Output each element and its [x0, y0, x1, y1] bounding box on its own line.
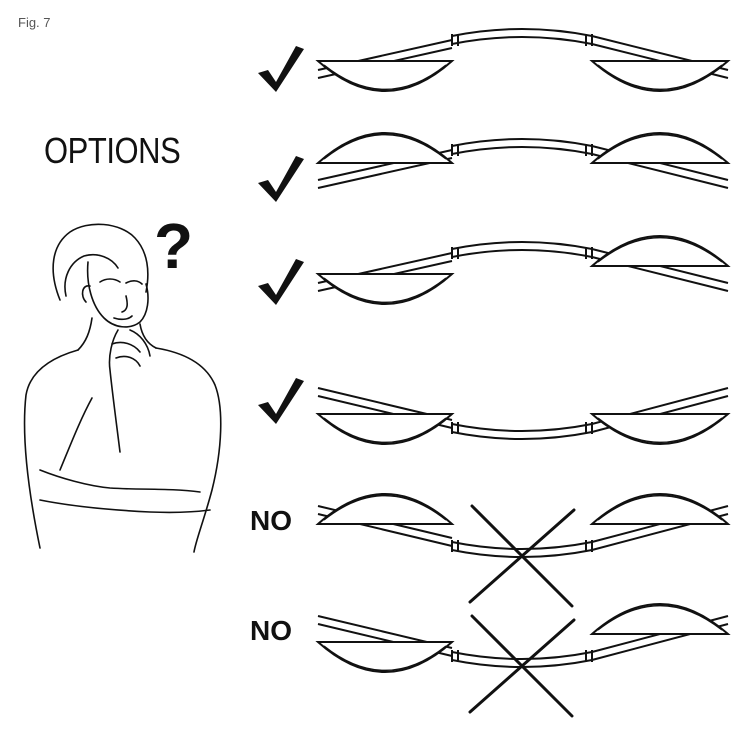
right-cup-lining: [597, 605, 723, 631]
figure-label: Fig. 7: [18, 15, 51, 30]
left-cup-lining: [323, 495, 447, 521]
center-gore: [451, 138, 593, 155]
left-cup-lining: [323, 417, 447, 443]
option-row: [258, 235, 731, 305]
center-gore: [451, 241, 593, 258]
option-row: NO: [250, 603, 731, 718]
left-cup-lining: [323, 277, 447, 303]
no-label: NO: [250, 615, 292, 646]
checkmark-icon: [258, 156, 304, 202]
center-gore: [451, 423, 593, 440]
cross-out-line: [468, 618, 576, 714]
checkmark-icon: [258, 46, 304, 92]
right-cup: [589, 60, 731, 92]
left-cup: [315, 273, 455, 305]
option-row: NO: [250, 493, 731, 608]
left-cup-lining: [323, 134, 447, 160]
right-cup: [589, 603, 731, 635]
left-cup-lining: [323, 645, 447, 671]
thinking-person-illustration: [23, 223, 222, 553]
center-gore: [451, 28, 593, 45]
options-title: OPTIONS: [44, 130, 181, 171]
option-rows: NO NO: [250, 28, 731, 718]
left-seam: [451, 247, 459, 259]
right-cup: [589, 493, 731, 525]
left-cup: [315, 493, 455, 525]
no-label: NO: [250, 505, 292, 536]
cross-out-line: [468, 508, 576, 604]
right-cup-lining: [597, 134, 723, 160]
right-cup-lining: [597, 64, 723, 90]
right-cup-lining: [597, 417, 723, 443]
option-row: [258, 132, 731, 202]
right-cup-lining: [597, 237, 723, 263]
left-seam: [451, 422, 459, 434]
left-cup: [315, 413, 455, 445]
left-seam: [451, 34, 459, 46]
checkmark-icon: [258, 259, 304, 305]
left-seam: [451, 144, 459, 156]
right-cup: [589, 413, 731, 445]
left-cup: [315, 132, 455, 164]
left-seam: [451, 650, 459, 662]
right-cup-lining: [597, 495, 723, 521]
checkmark-icon: [258, 378, 304, 424]
left-cup: [315, 641, 455, 673]
right-cup: [589, 132, 731, 164]
left-cup: [315, 60, 455, 92]
option-row: [258, 378, 731, 445]
left-cup-lining: [323, 64, 447, 90]
left-seam: [451, 540, 459, 552]
question-mark-icon: ?: [154, 210, 193, 282]
right-cup: [589, 235, 731, 267]
option-row: [258, 28, 731, 92]
